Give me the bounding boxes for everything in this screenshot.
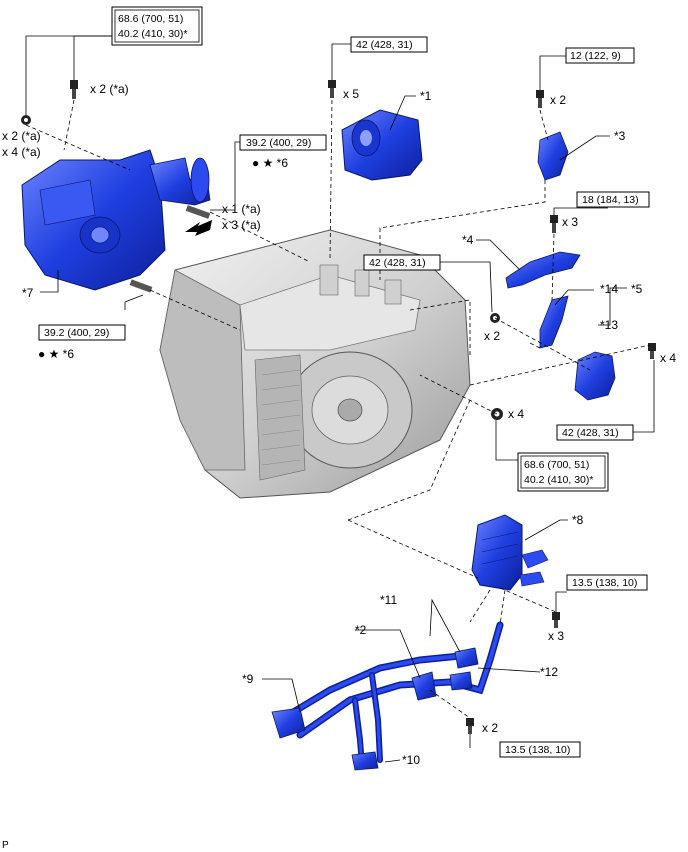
callout-14: *14 (600, 282, 618, 296)
part-13-bracket (574, 351, 616, 401)
callout-9: *9 (242, 672, 254, 686)
torque-1-line-1: 68.6 (700, 51) (118, 13, 183, 25)
bolt-bracket-3 (536, 90, 544, 108)
transaxle-assembly (159, 229, 471, 499)
callout-11: *11 (380, 593, 397, 607)
callout-13: *13 (600, 318, 618, 332)
callout-3: *3 (614, 129, 626, 143)
svg-text:68.6 (700, 51): 68.6 (700, 51) (524, 459, 589, 471)
callout-2: *2 (355, 623, 367, 637)
bolt-bracket-4 (550, 215, 558, 233)
part-11-hose-clip (454, 647, 479, 669)
qty-x2a-left: x 2 (*a) (2, 129, 41, 143)
svg-text:18 (184, 13): 18 (184, 13) (582, 194, 639, 206)
svg-text:42 (428, 31): 42 (428, 31) (562, 427, 619, 439)
torque-spec-5: 18 (184, 13) (576, 191, 650, 208)
stud-top (185, 205, 211, 219)
callout-12: *12 (540, 665, 558, 679)
leader-lines (25, 35, 655, 763)
qty-x2a-top: x 2 (*a) (90, 82, 129, 96)
bolt-mount (328, 80, 336, 98)
torque-1-line-2: 40.2 (410, 30)* (118, 28, 187, 40)
qty-x4-right: x 4 (660, 351, 676, 365)
torque-spec-6: 42 (428, 31) (363, 254, 441, 271)
callout-5: *5 (631, 282, 643, 296)
svg-text:42 (428, 31): 42 (428, 31) (369, 257, 426, 269)
svg-text:12 (122, 9): 12 (122, 9) (570, 50, 621, 62)
torque-spec-2: 42 (428, 31) (350, 36, 428, 53)
direction-arrow (185, 220, 212, 236)
illustration-code: P (2, 840, 9, 851)
qty-x2-top-right: x 2 (550, 93, 566, 107)
callout-4: *4 (462, 233, 474, 247)
svg-text:13.5 (138, 10): 13.5 (138, 10) (572, 577, 637, 589)
part-2-clamp (411, 671, 437, 701)
svg-text:40.2 (410, 30)*: 40.2 (410, 30)* (524, 474, 593, 486)
qty-x4-center: x 4 (508, 407, 524, 421)
stud-left (129, 279, 153, 293)
bolt-bottom (466, 718, 474, 734)
callout-10: *10 (402, 753, 420, 767)
callout-8: *8 (572, 513, 584, 527)
qty-x4a-left: x 4 (*a) (2, 145, 41, 159)
callout-1: *1 (420, 89, 432, 103)
nut-left-transfer (21, 115, 31, 125)
svg-text:42 (428, 31): 42 (428, 31) (356, 39, 413, 51)
part-10-hose-end (351, 751, 379, 771)
torque-spec-8: 42 (428, 31) (556, 424, 634, 441)
torque-spec-11: 13.5 (138, 10) (499, 741, 581, 758)
qty-x2-mid: x 2 (484, 329, 500, 343)
qty-x3-cooler: x 3 (548, 629, 564, 643)
part-1-mount (341, 109, 423, 181)
torque-spec-9: 68.6 (700, 51) 40.2 (410, 30)* (517, 452, 609, 492)
part-4-bracket (505, 251, 581, 289)
bolt-right (648, 343, 656, 359)
torque-spec-7: 39.2 (400, 29) (38, 324, 126, 341)
callout-7: *7 (22, 286, 34, 300)
bolt-cooler (552, 612, 560, 628)
svg-text:39.2 (400, 29): 39.2 (400, 29) (44, 327, 109, 339)
qty-x3-bracket: x 3 (562, 215, 578, 229)
torque-spec-3: 12 (122, 9) (565, 47, 635, 64)
part-8-oil-cooler (471, 514, 549, 591)
part-9-hose-end (271, 707, 306, 739)
torque-spec-1: 68.6 (700, 51) 40.2 (410, 30)* (111, 6, 203, 46)
part-14-bracket (539, 295, 569, 349)
part-3-bracket (537, 131, 569, 181)
svg-text:13.5 (138, 10): 13.5 (138, 10) (505, 744, 570, 756)
qty-x1a: x 1 (*a) (222, 202, 261, 216)
cooler-pipes (276, 621, 504, 768)
qty-x5: x 5 (343, 87, 359, 101)
torque-spec-10: 13.5 (138, 10) (566, 574, 648, 591)
qty-x3a: x 3 (*a) (222, 218, 261, 232)
assembly-lines (25, 99, 651, 719)
part-12-hose-clip (449, 671, 473, 691)
part-7-transfer (21, 149, 211, 291)
mark-6-left: ● ★ *6 (38, 347, 74, 361)
svg-text:39.2 (400, 29): 39.2 (400, 29) (246, 137, 311, 149)
bolt-top-transfer (70, 80, 78, 99)
torque-spec-4: 39.2 (400, 29) (239, 134, 327, 151)
mark-6-top: ● ★ *6 (252, 156, 288, 170)
qty-x2-bottom: x 2 (482, 721, 498, 735)
